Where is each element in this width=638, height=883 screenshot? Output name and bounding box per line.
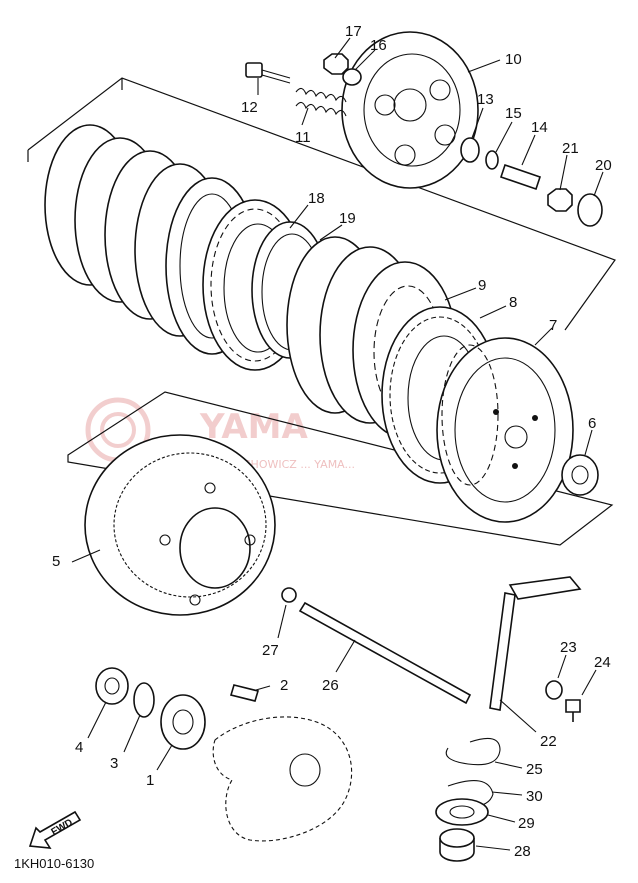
callout-14: 14 [531,119,548,136]
lock-washer-6 [561,454,599,496]
fwd-arrow-icon: FWD [28,810,82,849]
oil-seal-29 [435,798,489,826]
leader-lines [71,37,604,851]
callout-9: 9 [478,277,486,294]
spring-11 [295,87,347,117]
callout-7: 7 [549,317,557,334]
crankcase-hole [289,753,321,787]
ball-27 [281,587,297,603]
callout-16: 16 [370,37,387,54]
watermark-brand: YAMA [199,407,309,447]
pressure-plate-10 [341,31,479,189]
callout-3: 3 [110,755,118,772]
washer-3 [133,682,155,718]
callout-18: 18 [308,190,325,207]
callout-10: 10 [505,51,522,68]
callout-24: 24 [594,654,611,671]
nut-21 [547,188,573,212]
callout-4: 4 [75,739,83,756]
collar-4 [95,667,129,705]
callout-15: 15 [505,105,522,122]
washer-13 [460,137,480,163]
callout-5: 5 [52,553,60,570]
oring-15 [485,150,499,170]
callout-11: 11 [295,129,311,146]
callout-27: 27 [262,642,279,659]
push-rod-14 [499,163,542,191]
callout-23: 23 [560,639,577,656]
fwd-label: FWD [50,817,75,838]
callout-29: 29 [518,815,535,832]
crankcase-outline [212,716,353,842]
drawing-code: 1KH010-6130 [14,856,94,871]
callout-17: 17 [345,23,362,40]
callout-8: 8 [509,294,517,311]
callout-2: 2 [280,677,288,694]
callout-25: 25 [526,761,543,778]
primary-driven-gear-5 [84,434,276,616]
push-rod-26 [298,601,472,705]
nut-17 [323,53,349,75]
callout-6: 6 [588,415,596,432]
callout-22: 22 [540,733,557,750]
callout-1: 1 [146,772,154,789]
callout-30: 30 [526,788,543,805]
key-2 [229,684,260,702]
callout-21: 21 [562,140,579,157]
bearing-28 [439,828,475,862]
gear-1 [160,694,206,750]
callout-12: 12 [241,99,258,116]
spring-25 [445,737,501,766]
push-lever-shaft-22 [489,576,582,711]
callout-labels: 17 16 10 12 11 13 15 14 21 20 18 19 9 8 … [52,23,612,860]
callout-28: 28 [514,843,531,860]
bolt-24 [565,699,581,722]
lock-washer-20 [577,193,603,227]
middle-group-frame [67,391,614,546]
callout-19: 19 [339,210,356,227]
washer-23 [545,680,563,700]
callout-20: 20 [595,157,612,174]
washer-16 [342,68,362,86]
bolt-12 [245,62,291,84]
callout-26: 26 [322,677,339,694]
watermark: YAMA ... CIECHOWICZ ... YAMA... [85,397,494,471]
callout-13: 13 [477,91,494,108]
watermark-subtext: CIECHOWICZ ... YAMA... [225,458,355,471]
clutch-boss-7 [436,337,574,523]
